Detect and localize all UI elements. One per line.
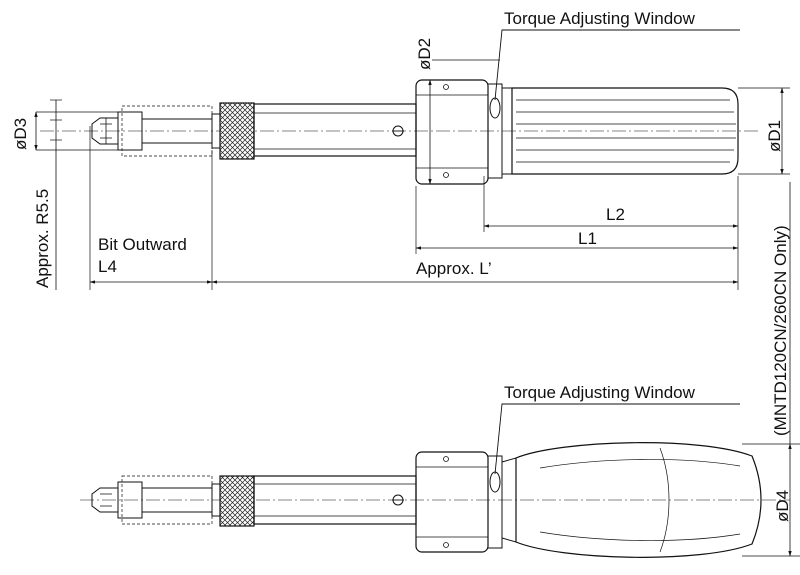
bottom-torque-window-callout: Torque Adjusting Window [494, 383, 740, 475]
top-collar-d2 [415, 79, 489, 185]
top-torque-window-label: Torque Adjusting Window [504, 9, 696, 28]
d1-label: øD1 [765, 120, 784, 152]
bottom-collar-d2 [415, 451, 489, 553]
dim-d4: øD4 [742, 443, 800, 557]
l4-label: L4 [98, 257, 117, 276]
top-view: Torque Adjusting Window øD2 øD1 øD3 [11, 9, 790, 290]
dim-l4: Bit Outward L4 [89, 126, 213, 290]
model-note: (MNTD120CN/260CN Only) [771, 182, 791, 444]
dim-approx-r: Approx. R5.5 [33, 99, 62, 290]
dim-d3: øD3 [11, 111, 122, 151]
bottom-view: Torque Adjusting Window øD4 (MNTD120CN/2… [80, 182, 800, 558]
dim-approx-l: Approx. L’ [211, 259, 739, 284]
dim-l2: L2 [483, 176, 739, 290]
approx-r-label: Approx. R5.5 [33, 189, 52, 288]
top-handle [511, 87, 739, 175]
top-torque-window-callout: Torque Adjusting Window [494, 9, 740, 101]
l1-label: L1 [578, 229, 597, 248]
dim-l1: L1 [415, 186, 739, 254]
approx-l-label: Approx. L’ [416, 259, 492, 278]
top-shaft [253, 103, 417, 157]
top-knurled-ring [219, 102, 255, 160]
dim-d1: øD1 [738, 87, 790, 175]
dim-d2: øD2 [415, 38, 500, 185]
bottom-torque-window-label: Torque Adjusting Window [504, 383, 696, 402]
bottom-handle [515, 442, 762, 558]
bit-outward-label: Bit Outward [98, 235, 187, 254]
bottom-knurled-ring [219, 475, 255, 527]
d4-label: øD4 [773, 490, 792, 522]
l2-label: L2 [606, 205, 625, 224]
model-note-label: (MNTD120CN/260CN Only) [771, 225, 790, 436]
d3-label: øD3 [11, 118, 30, 150]
bottom-window-section [487, 455, 517, 549]
d2-label: øD2 [415, 38, 434, 70]
